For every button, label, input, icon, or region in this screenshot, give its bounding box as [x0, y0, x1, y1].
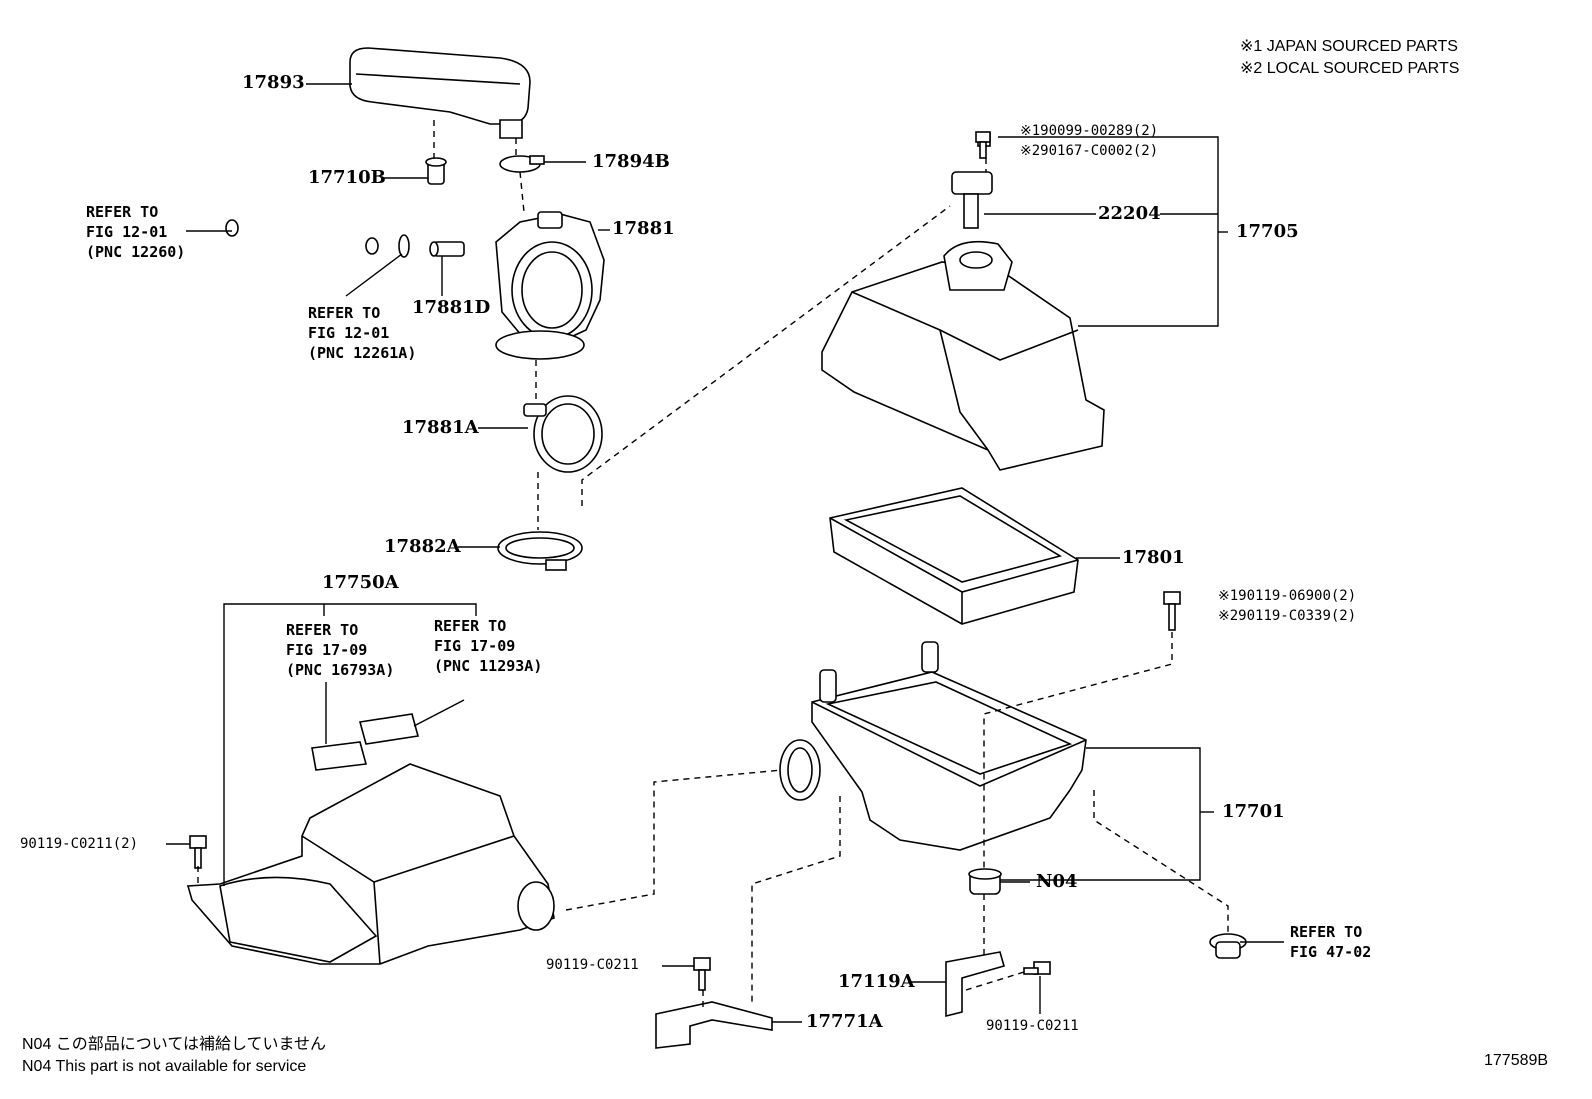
bolt-duct [189, 835, 207, 869]
ref-duct-right[interactable]: REFER TO FIG 17-09 (PNC 11293A) [434, 616, 542, 676]
ref-duct-right-line-3: (PNC 11293A) [434, 657, 543, 675]
part-17710b[interactable]: 17710B [308, 167, 386, 188]
ref-hose[interactable]: REFER TO FIG 12-01 (PNC 12260) [86, 202, 185, 262]
notes-legend: ※1 JAPAN SOURCED PARTS ※2 LOCAL SOURCED … [1240, 36, 1459, 80]
footer-n04-english: N04 This part is not available for servi… [22, 1058, 307, 1075]
bolt-case [1163, 591, 1181, 631]
bolt-bracket-right [1023, 961, 1051, 975]
cleaner-cap-17705 [821, 240, 1105, 471]
ref-duct-right-line-2: FIG 17-09 [434, 637, 516, 655]
clamp-17882a [497, 531, 583, 571]
footer-n04-japanese: N04 この部品については補給していません [22, 1036, 327, 1053]
vacuum-hose [225, 219, 379, 263]
ref-vent-line-2: FIG 12-01 [308, 324, 390, 342]
ref-grommet[interactable]: REFER TO FIG 47-02 [1290, 922, 1371, 962]
case-bolt-parts: ※190119-06900(2) ※290119-C0339(2) [1218, 586, 1356, 626]
clamp-17894b [499, 155, 545, 173]
airflow-meter-22204 [951, 133, 993, 229]
grommet-47-02 [1209, 933, 1247, 959]
part-17894b[interactable]: 17894B [592, 151, 670, 172]
bolt-bracket-left [693, 957, 711, 991]
ref-grommet-line-1: REFER TO [1290, 923, 1363, 941]
part-case-bolt-1[interactable]: ※190119-06900(2) [1218, 588, 1357, 604]
figure-id: 177589B [1484, 1052, 1549, 1069]
part-bolt-90119-c0211-left[interactable]: 90119-C0211 [546, 957, 639, 973]
bracket-17119a [945, 951, 1005, 1018]
part-case-bolt-2[interactable]: ※290119-C0339(2) [1218, 608, 1357, 624]
note-japan-sourced: ※1 JAPAN SOURCED PARTS [1240, 38, 1458, 55]
cleaner-case-17701 [779, 641, 1087, 851]
tag-16793a [311, 741, 368, 771]
dashed-guides [197, 120, 1229, 1010]
ref-duct-left-line-3: (PNC 16793A) [286, 661, 395, 679]
footer-notes: N04 この部品については補給していません N04 This part is n… [22, 1034, 326, 1078]
part-sensor-bolt-2[interactable]: ※290167-C0002(2) [1020, 143, 1159, 159]
ref-duct-left-line-2: FIG 17-09 [286, 641, 368, 659]
part-bolt-90119-c0211-2[interactable]: 90119-C0211(2) [20, 836, 139, 852]
ref-vent-line-1: REFER TO [308, 304, 381, 322]
part-sensor-bolt-1[interactable]: ※190099-00289(2) [1020, 123, 1159, 139]
leader-lines [166, 83, 1284, 1023]
ref-hose-line-3: (PNC 12260) [86, 243, 186, 261]
ref-vent-line-3: (PNC 12261A) [308, 344, 417, 362]
plug-17710b [425, 157, 447, 185]
ref-duct-left-line-1: REFER TO [286, 621, 359, 639]
sensor-bolt-parts: ※190099-00289(2) ※290167-C0002(2) [1020, 121, 1158, 161]
part-22204[interactable]: 22204 [1098, 203, 1161, 224]
inlet-body-17881 [495, 211, 605, 360]
tag-11293a [358, 713, 420, 745]
part-17882a[interactable]: 17882A [384, 536, 461, 557]
grommet-n04 [968, 868, 1002, 895]
note-local-sourced: ※2 LOCAL SOURCED PARTS [1240, 60, 1460, 77]
part-17750a[interactable]: 17750A [322, 572, 399, 593]
part-17771a[interactable]: 17771A [806, 1011, 883, 1032]
ref-grommet-line-2: FIG 47-02 [1290, 943, 1372, 961]
part-17893[interactable]: 17893 [242, 72, 305, 93]
part-17801[interactable]: 17801 [1122, 547, 1185, 568]
part-17119a[interactable]: 17119A [838, 971, 915, 992]
clamp-17881a [523, 395, 603, 473]
part-n04[interactable]: N04 [1036, 871, 1078, 892]
bracket-17771a [655, 1001, 773, 1049]
vent-clip [398, 234, 410, 258]
nipple-17881d [429, 241, 465, 257]
part-17705[interactable]: 17705 [1236, 221, 1299, 242]
part-17881[interactable]: 17881 [612, 218, 675, 239]
ref-hose-line-2: FIG 12-01 [86, 223, 168, 241]
inlet-duct-17750a [186, 763, 555, 965]
part-17881a[interactable]: 17881A [402, 417, 479, 438]
ref-duct-right-line-1: REFER TO [434, 617, 507, 635]
part-bolt-90119-c0211-right[interactable]: 90119-C0211 [986, 1018, 1079, 1034]
filter-element-17801 [829, 487, 1079, 625]
part-17701[interactable]: 17701 [1222, 801, 1285, 822]
part-17881d[interactable]: 17881D [412, 297, 491, 318]
bolt-sensor [975, 131, 991, 159]
ref-hose-line-1: REFER TO [86, 203, 159, 221]
ref-duct-left[interactable]: REFER TO FIG 17-09 (PNC 16793A) [286, 620, 394, 680]
ref-vent[interactable]: REFER TO FIG 12-01 (PNC 12261A) [308, 303, 416, 363]
resonator-17893 [349, 47, 531, 139]
